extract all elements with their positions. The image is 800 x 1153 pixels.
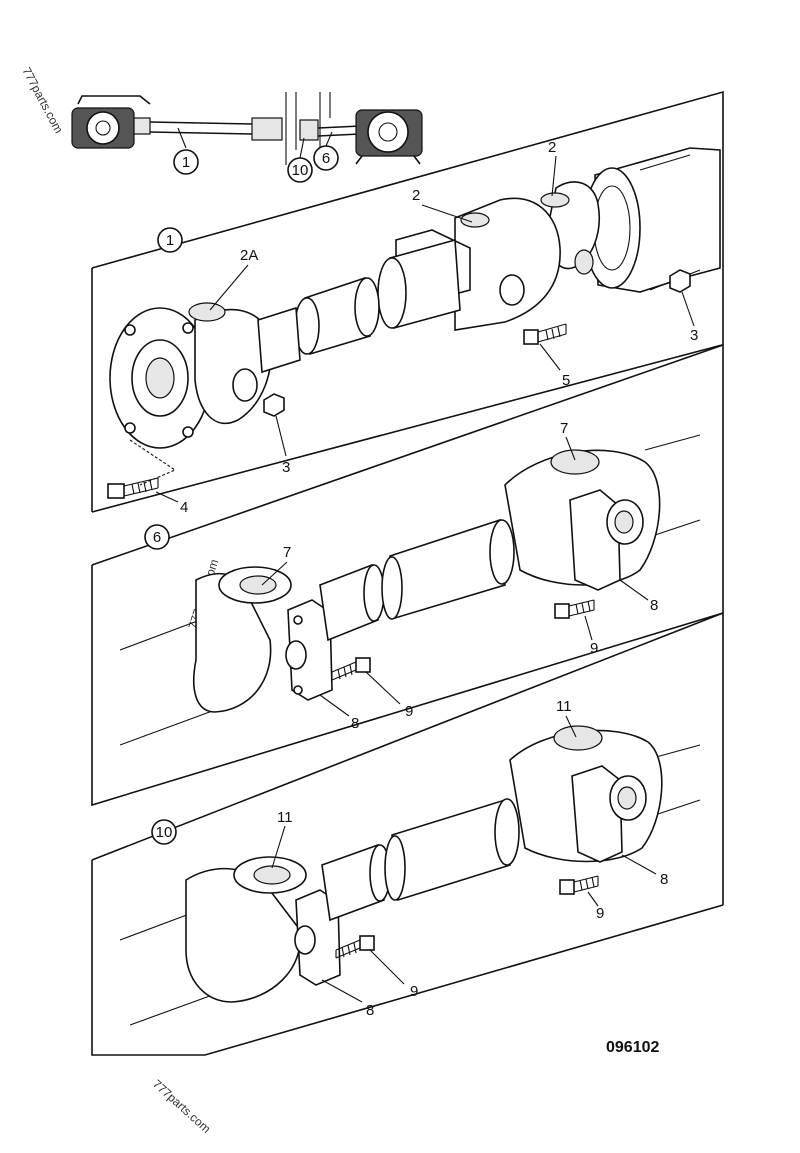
svg-text:7: 7 (560, 420, 568, 437)
callout-6-panel: 6 (144, 524, 170, 550)
callout-7-upper: 7 (560, 420, 576, 461)
svg-text:3: 3 (282, 459, 290, 476)
svg-text:5: 5 (562, 372, 570, 389)
callout-7-lower: 7 (261, 544, 291, 586)
bolt-4 (107, 477, 159, 499)
svg-text:2A: 2A (240, 247, 258, 264)
svg-text:6: 6 (153, 529, 161, 546)
svg-text:9: 9 (405, 703, 413, 720)
figure-code: 096102 (606, 1039, 659, 1056)
callout-4: 4 (155, 491, 188, 516)
watermark-bottom: 777parts.com (150, 1077, 213, 1136)
svg-text:2: 2 (412, 187, 420, 204)
callout-11-lower: 11 (271, 809, 293, 869)
callout-3-left: 3 (275, 415, 290, 476)
callout-3-right: 3 (681, 291, 698, 344)
callout-2-upper: 2 (548, 139, 557, 197)
callout-2-mid: 2 (412, 187, 473, 223)
callout-9-p6-left: 9 (365, 671, 413, 720)
callout-11-upper: 11 (556, 698, 577, 738)
callout-8-p10-right: 8 (621, 854, 668, 888)
svg-text:8: 8 (650, 597, 658, 614)
callout-9-p10-left: 9 (369, 949, 418, 1000)
overview-driveline (71, 92, 423, 165)
svg-text:8: 8 (366, 1002, 374, 1019)
svg-text:3: 3 (690, 327, 698, 344)
callout-8-p6-left: 8 (319, 694, 359, 732)
svg-text:9: 9 (410, 983, 418, 1000)
svg-text:8: 8 (351, 715, 359, 732)
svg-text:2: 2 (548, 139, 556, 156)
svg-text:11: 11 (277, 809, 293, 826)
svg-text:6: 6 (322, 150, 330, 167)
svg-text:11: 11 (556, 698, 572, 715)
watermark-top-left: 777parts.com (19, 65, 65, 136)
svg-text:10: 10 (156, 824, 173, 841)
bolt-9-p10-lower (335, 935, 375, 959)
svg-text:8: 8 (660, 871, 668, 888)
callout-2A: 2A (209, 247, 258, 311)
panel-frames (91, 90, 724, 1056)
svg-text:9: 9 (590, 640, 598, 657)
callout-8-p10-left: 8 (321, 979, 374, 1019)
callout-9-p6-right: 9 (584, 615, 598, 657)
callout-10-panel: 10 (151, 819, 177, 845)
nut-3-left (263, 393, 285, 417)
bolt-9-lower (331, 657, 371, 681)
propshaft-1-assembly (107, 147, 721, 499)
callout-1-panel: 1 (157, 227, 183, 253)
svg-text:1: 1 (166, 232, 174, 249)
svg-text:7: 7 (283, 544, 291, 561)
nut-3-right (669, 269, 691, 293)
callout-5: 5 (539, 343, 570, 389)
svg-text:1: 1 (182, 154, 190, 171)
callout-9-p10-right: 9 (587, 891, 604, 922)
bolt-5 (523, 323, 567, 345)
svg-text:4: 4 (180, 499, 188, 516)
bolt-9-p10-upper (559, 875, 599, 895)
callout-10-overview: 10 (287, 137, 313, 183)
svg-text:9: 9 (596, 905, 604, 922)
propshaft-6-assembly (119, 434, 701, 746)
callout-1-overview: 1 (173, 127, 199, 175)
callout-8-p6-right: 8 (619, 579, 658, 614)
bolt-9-upper (554, 599, 595, 619)
svg-text:10: 10 (292, 162, 309, 179)
propshaft-10-assembly (119, 725, 701, 1026)
callout-6-overview: 6 (313, 131, 339, 171)
